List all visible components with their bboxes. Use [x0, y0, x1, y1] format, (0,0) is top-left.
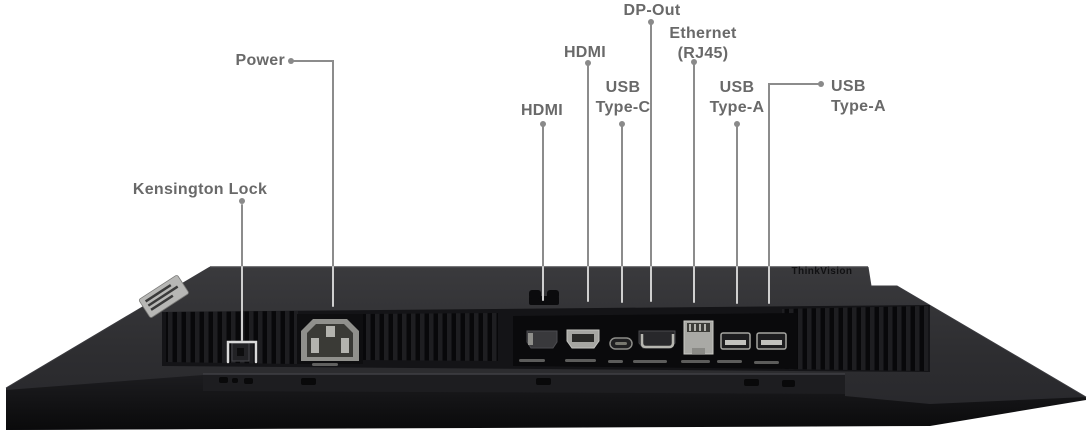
usb-a-outer-label-line2: Type-A: [831, 98, 886, 115]
kensington-bracket: [226, 340, 258, 364]
hdmi-right-label-text: HDMI: [563, 44, 607, 61]
callout-label-usb-type-a-inner: USB Type-A: [697, 78, 777, 118]
cable-clip: [529, 290, 559, 305]
callout-label-hdmi-right: HDMI: [550, 43, 620, 63]
leader-dots: [239, 19, 824, 204]
dp-out-port: [638, 330, 676, 349]
usb-c-label-line1: USB: [605, 79, 641, 96]
power-label-text: Power: [235, 52, 285, 69]
leader-lines: [226, 24, 819, 364]
usb-a-outer-label-line1: USB: [831, 78, 866, 95]
callout-label-kensington-lock: Kensington Lock: [130, 180, 270, 200]
vent-grille-right: [782, 306, 928, 371]
ethernet-label-line1: Ethernet: [669, 25, 737, 42]
regulatory-sticker: [138, 275, 189, 318]
ethernet-label-line2: (RJ45): [677, 45, 729, 62]
callout-label-usb-type-a-outer: USB Type-A: [831, 77, 921, 117]
usb-c-label-line2: Type-C: [595, 99, 651, 116]
hdmi-port-1: [526, 330, 558, 349]
callout-label-dp-out: DP-Out: [612, 1, 692, 21]
usb-a-port-1: [720, 332, 751, 350]
ethernet-port: [683, 320, 714, 355]
stand-mount-bar: [203, 373, 845, 394]
brand-logo: ThinkVision: [792, 266, 853, 277]
hdmi-port-2: [566, 329, 600, 349]
port-caption-marks: [312, 359, 779, 366]
usb-a-port-2: [756, 332, 787, 350]
callout-label-power: Power: [193, 51, 285, 71]
usb-a-inner-label-line1: USB: [719, 79, 755, 96]
kensington-label-text: Kensington Lock: [132, 181, 268, 198]
leader-usb-a-outer: [768, 83, 819, 268]
power-inlet: [297, 314, 363, 364]
callout-label-ethernet: Ethernet (RJ45): [653, 24, 753, 64]
kensington-slot-hole: [237, 348, 244, 356]
dp-out-label-text: DP-Out: [623, 2, 681, 19]
right-edge-highlight: [867, 266, 1087, 398]
usb-c-port: [609, 337, 633, 350]
hdmi-left-label-text: HDMI: [520, 102, 564, 119]
vent-grille-left: [166, 311, 298, 364]
vent-grille-middle: [358, 313, 498, 361]
usb-a-inner-label-line2: Type-A: [709, 99, 765, 116]
leader-power: [293, 60, 334, 268]
callout-label-usb-type-c: USB Type-C: [583, 78, 663, 118]
callout-label-hdmi-left: HDMI: [507, 101, 577, 121]
